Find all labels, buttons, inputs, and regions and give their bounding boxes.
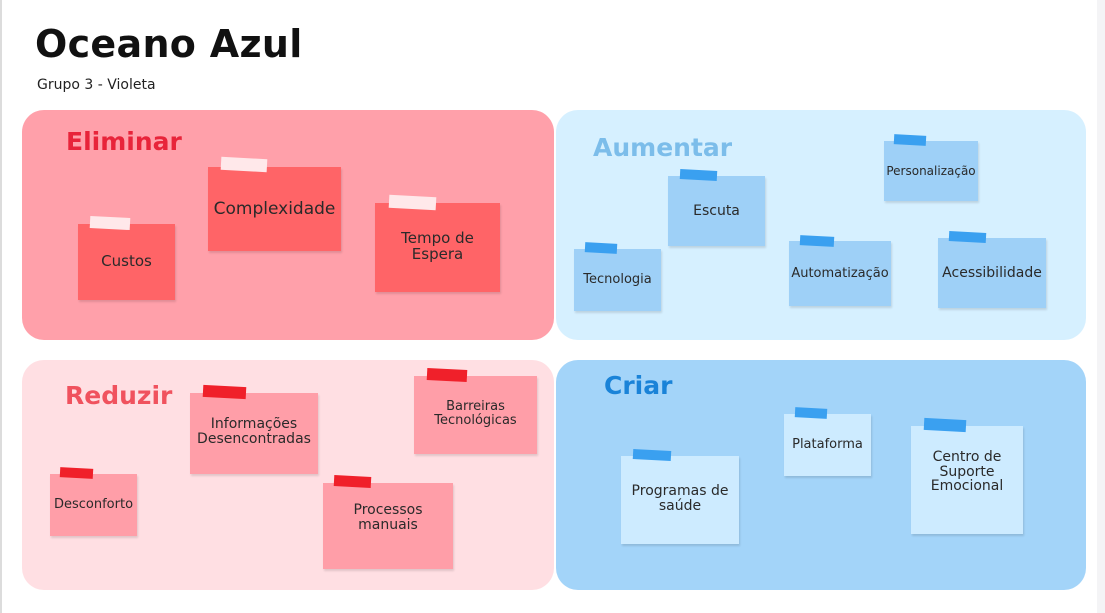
sticky-note-text: Acessibilidade xyxy=(942,264,1042,281)
tape-decoration xyxy=(923,417,967,433)
sticky-note-tempo-de-espera[interactable]: Tempo de Espera xyxy=(375,203,500,292)
sticky-note-text: Barreiras Tecnológicas xyxy=(434,399,517,428)
sticky-note-text: Desconforto xyxy=(53,497,134,513)
sticky-note-custos[interactable]: Custos xyxy=(78,224,175,300)
sticky-note-complexidade[interactable]: Complexidade xyxy=(208,167,341,251)
sticky-note-text: Tecnologia xyxy=(583,272,652,288)
tape-decoration xyxy=(679,169,718,181)
sticky-note-tecnologia[interactable]: Tecnologia xyxy=(574,249,661,311)
board-title[interactable]: Oceano Azul xyxy=(35,22,303,66)
sticky-note-text: Automatização xyxy=(791,265,889,281)
sticky-note-personalizacao[interactable]: Personalização xyxy=(884,141,978,201)
tape-decoration xyxy=(794,407,828,419)
tape-decoration xyxy=(799,235,835,247)
tape-decoration xyxy=(426,367,468,383)
sticky-note-text: Informações Desencontradas xyxy=(197,416,311,447)
tape-decoration xyxy=(89,215,131,231)
sticky-note-text: Tempo de Espera xyxy=(401,229,474,263)
tape-decoration xyxy=(584,242,618,254)
tape-decoration xyxy=(948,231,987,243)
sticky-note-acessibilidade[interactable]: Acessibilidade xyxy=(938,238,1046,308)
sticky-note-text: Personalização xyxy=(886,163,976,178)
tape-decoration xyxy=(632,449,672,461)
tape-decoration xyxy=(893,134,927,146)
canvas-left-border xyxy=(0,0,2,613)
sticky-note-text: Custos xyxy=(101,252,152,271)
quadrant-title-aumentar[interactable]: Aumentar xyxy=(593,133,733,162)
canvas-right-scroll-area[interactable] xyxy=(1097,0,1105,613)
sticky-note-barreiras-tecnologicas[interactable]: Barreiras Tecnológicas xyxy=(414,376,537,454)
tape-decoration xyxy=(220,156,268,173)
board-subtitle[interactable]: Grupo 3 - Violeta xyxy=(37,77,156,93)
tape-decoration xyxy=(59,467,94,479)
quadrant-title-criar[interactable]: Criar xyxy=(604,371,673,400)
sticky-note-programas-de-saude[interactable]: Programas de saúde xyxy=(621,456,739,544)
sticky-note-text: Centro de Suporte Emocional xyxy=(930,449,1004,495)
sticky-note-desconforto[interactable]: Desconforto xyxy=(50,474,137,536)
sticky-note-text: Escuta xyxy=(693,203,740,219)
tape-decoration xyxy=(202,384,247,400)
tape-decoration xyxy=(388,194,437,211)
sticky-note-text: Complexidade xyxy=(213,199,336,219)
sticky-note-processos-manuais[interactable]: Processos manuais xyxy=(323,483,453,569)
tape-decoration xyxy=(333,475,372,488)
sticky-note-automatizacao[interactable]: Automatização xyxy=(789,241,891,306)
sticky-note-text: Plataforma xyxy=(792,437,863,453)
sticky-note-text: Processos manuais xyxy=(353,502,423,533)
quadrant-title-reduzir[interactable]: Reduzir xyxy=(65,381,173,410)
sticky-note-plataforma[interactable]: Plataforma xyxy=(784,414,871,476)
sticky-note-informacoes-desencontradas[interactable]: Informações Desencontradas xyxy=(190,393,318,474)
sticky-note-text: Programas de saúde xyxy=(631,483,729,514)
sticky-note-centro-de-suporte-emocional[interactable]: Centro de Suporte Emocional xyxy=(911,426,1023,534)
sticky-note-escuta[interactable]: Escuta xyxy=(668,176,765,246)
quadrant-title-eliminar[interactable]: Eliminar xyxy=(66,127,182,156)
